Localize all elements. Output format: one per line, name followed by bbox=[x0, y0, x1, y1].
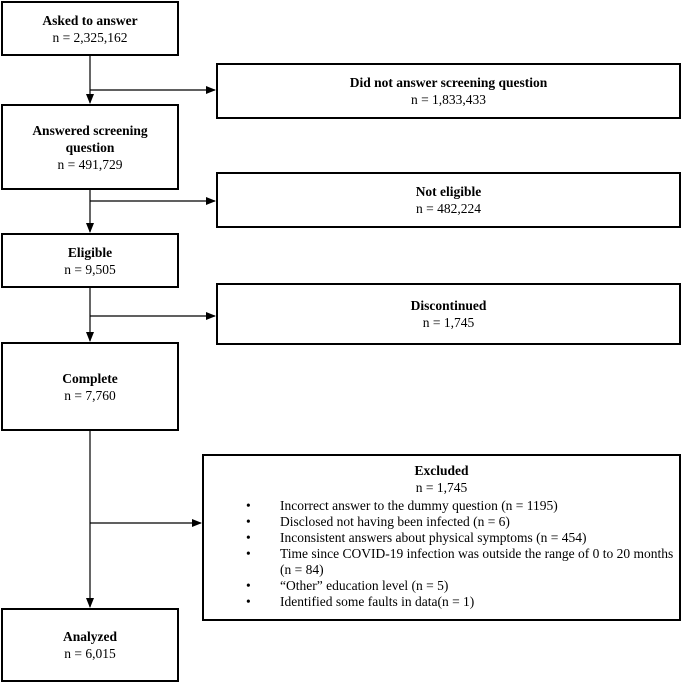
box-count: n = 6,015 bbox=[64, 646, 116, 661]
bullet-icon: • bbox=[246, 546, 251, 561]
box-count: n = 9,505 bbox=[64, 261, 116, 277]
list-item: • Inconsistent answers about physical sym… bbox=[234, 530, 679, 546]
list-item-text: Inconsistent answers about physical symp… bbox=[280, 530, 587, 545]
box-complete: Complete n = 7,760 bbox=[1, 342, 179, 431]
box-count: n = 2,325,162 bbox=[52, 29, 128, 45]
box-title: Did not answer screening question bbox=[349, 75, 548, 90]
bullet-icon: • bbox=[246, 594, 251, 609]
box-title: Not eligible bbox=[415, 184, 482, 199]
box-title: Asked to answer bbox=[42, 12, 138, 28]
box-count: n = 1,745 bbox=[422, 315, 475, 330]
box-title: Eligible bbox=[67, 244, 113, 260]
box-not-eligible: Not eligible n = 482,224 bbox=[216, 172, 681, 228]
box-title: Analyzed bbox=[63, 629, 117, 644]
box-asked-to-answer: Asked to answer n = 2,325,162 bbox=[1, 1, 179, 56]
list-item-text: “Other” education level (n = 5) bbox=[280, 578, 449, 593]
box-excluded: Excluded n = 1,745 • Incorrect answer to … bbox=[202, 454, 681, 621]
box-count: n = 491,729 bbox=[57, 156, 123, 172]
exclusion-reasons-list: • Incorrect answer to the dummy question … bbox=[204, 498, 679, 610]
box-count: n = 482,224 bbox=[416, 201, 481, 216]
bullet-icon: • bbox=[246, 514, 251, 529]
bullet-icon: • bbox=[246, 530, 251, 545]
list-item: • Time since COVID-19 infection was outsi… bbox=[234, 546, 679, 578]
box-count: n = 1,745 bbox=[415, 480, 468, 495]
list-item-text: Disclosed not having been infected (n = … bbox=[280, 514, 510, 529]
bullet-icon: • bbox=[246, 498, 251, 513]
list-item-text: Time since COVID-19 infection was outsid… bbox=[280, 546, 674, 577]
box-title-line1: Answered screening bbox=[32, 122, 148, 138]
list-item: • Incorrect answer to the dummy question … bbox=[234, 498, 679, 514]
box-did-not-answer: Did not answer screening question n = 1,… bbox=[216, 63, 681, 119]
box-answered-screening: Answered screening question n = 491,729 bbox=[1, 104, 179, 190]
list-item-text: Incorrect answer to the dummy question (… bbox=[280, 498, 558, 513]
box-title: Excluded bbox=[414, 463, 469, 478]
list-item: • “Other” education level (n = 5) bbox=[234, 578, 679, 594]
box-discontinued: Discontinued n = 1,745 bbox=[216, 283, 681, 345]
bullet-icon: • bbox=[246, 578, 251, 593]
list-item: • Disclosed not having been infected (n =… bbox=[234, 514, 679, 530]
box-title-line2: question bbox=[65, 139, 115, 155]
box-count: n = 7,760 bbox=[64, 387, 116, 403]
list-item-text: Identified some faults in data(n = 1) bbox=[280, 594, 475, 609]
box-count: n = 1,833,433 bbox=[410, 92, 487, 107]
list-item: • Identified some faults in data(n = 1) bbox=[234, 594, 679, 610]
box-title: Discontinued bbox=[410, 298, 487, 313]
box-analyzed: Analyzed n = 6,015 bbox=[1, 608, 179, 682]
box-title: Complete bbox=[62, 370, 118, 386]
box-eligible: Eligible n = 9,505 bbox=[1, 233, 179, 288]
